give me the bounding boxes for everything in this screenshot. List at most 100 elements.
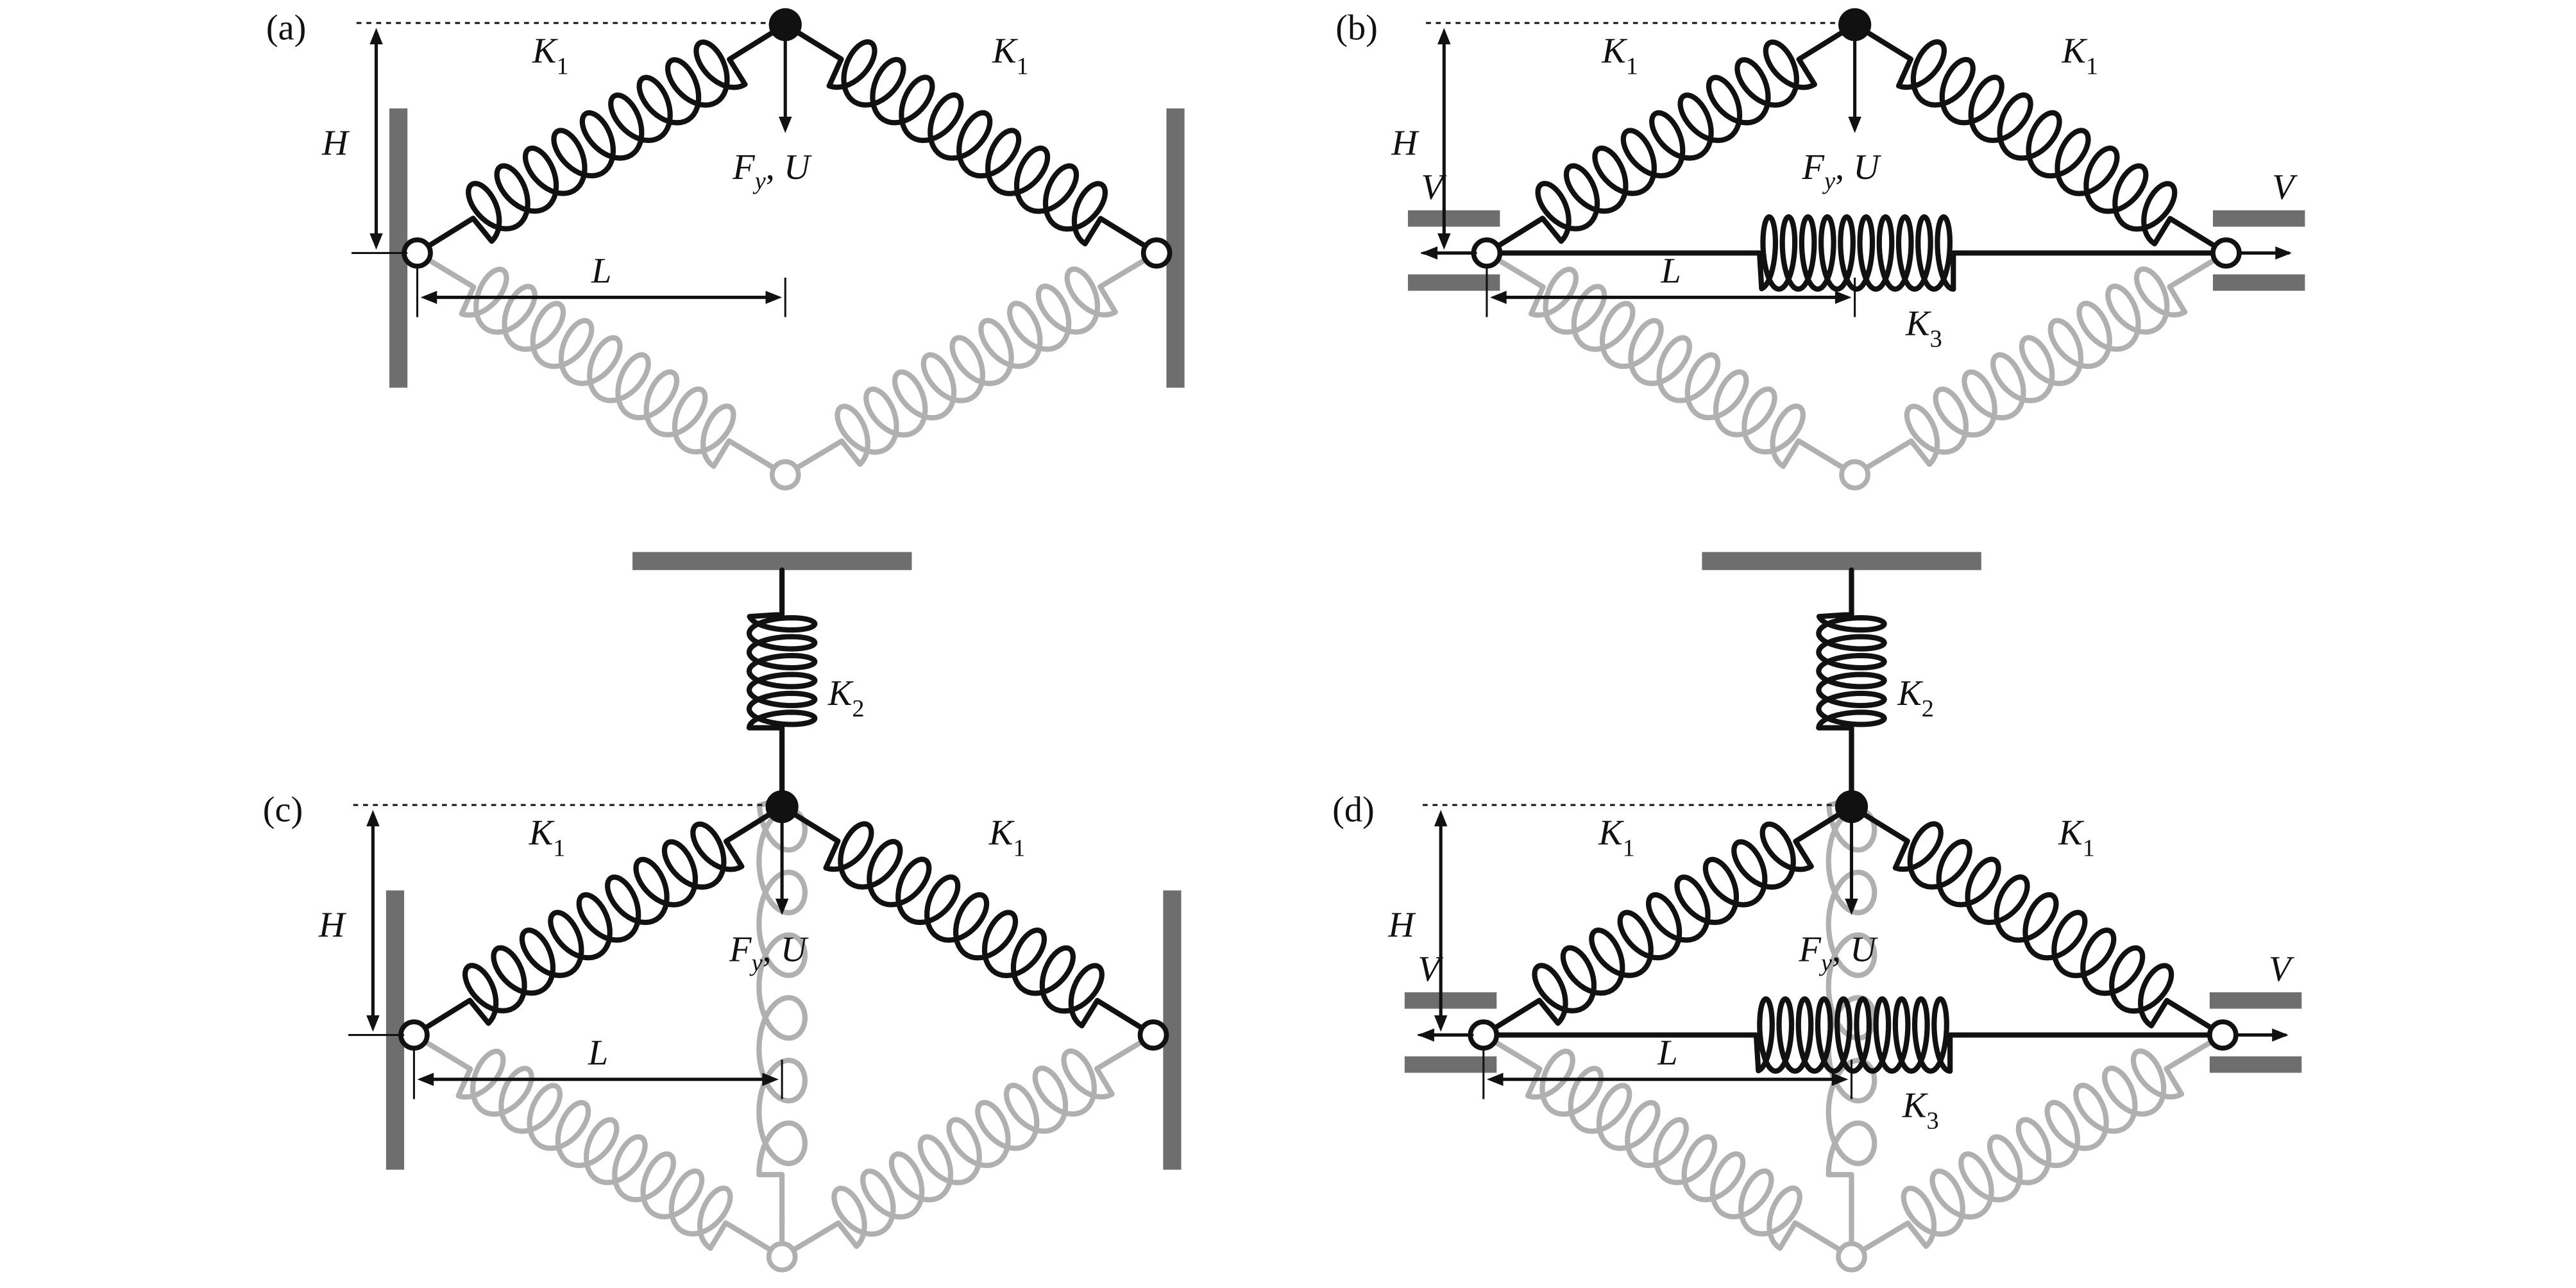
panel-d-length-arrow-left: [1486, 1072, 1504, 1086]
panel-a-k1-right-label: K1: [992, 31, 1029, 80]
panel-b-length-label: L: [1660, 251, 1681, 291]
panel-c-panel-tag: (c): [263, 790, 303, 830]
panel-a-height-arrow-top: [369, 28, 383, 45]
panel-b-left-ghost-spring: [1484, 250, 1858, 478]
panel-c-right-k1-spring: [779, 804, 1157, 1038]
panel-d-length-label: L: [1657, 1033, 1677, 1073]
panel-a-left-pin-node: [402, 237, 433, 269]
panel-d-left-ghost-spring: [1480, 1032, 1854, 1260]
panel-d-k2-spring: [1816, 598, 1887, 744]
panel-d-v-left-label: V: [1418, 949, 1443, 989]
panel-a-top-node: [768, 8, 802, 42]
panel-a-length-arrow-left: [420, 291, 437, 304]
panel-a-force-arrow-head: [779, 116, 792, 133]
panel-a-left-ghost-spring: [414, 250, 788, 478]
panel-b-k3-spring: [1747, 214, 1966, 292]
panel-b-top-node: [1838, 8, 1872, 42]
panel-a-height-label: H: [321, 123, 350, 163]
panel-d-k2-label: K2: [1897, 674, 1934, 722]
panel-d-left-pin-node: [1468, 1019, 1500, 1051]
panel-b-v-right-label: V: [2272, 167, 2298, 207]
panel-c-left-pin-node: [398, 1019, 430, 1051]
panel-c-length-label: L: [588, 1033, 608, 1073]
panel-a-ghost-node: [769, 459, 801, 491]
panel-b-height-arrow-top: [1437, 28, 1451, 45]
panel-c-height-label: H: [318, 905, 347, 945]
panel-a-force-label: Fy, U: [732, 148, 812, 194]
panel-b-left-pin-node: [1471, 237, 1503, 269]
panel-c-k2-spring: [746, 598, 818, 744]
panel-c-k1-left-label: K1: [529, 813, 566, 861]
panel-b-left-guide-bottom: [1407, 274, 1500, 291]
panel-d-right-ghost-spring: [1849, 1032, 2226, 1260]
panel-d-left-k1-spring: [1480, 804, 1854, 1038]
panel-b-k1-right-label: K1: [2061, 31, 2098, 80]
panel-b-right-pin-node: [2210, 237, 2242, 269]
panel-d-right-guide-bottom: [2209, 1056, 2302, 1073]
panel-c-length-arrow-left: [417, 1072, 434, 1086]
panel-a-length-label: L: [591, 251, 611, 291]
panel-b-right-ghost-spring: [1852, 250, 2229, 478]
panel-a-length-arrow-right: [765, 291, 783, 304]
panel-d-ghost-node: [1836, 1241, 1867, 1273]
panel-d-top-node: [1835, 790, 1868, 824]
panel-c-ceiling: [632, 552, 912, 570]
panel-a-right-ghost-spring: [783, 250, 1160, 478]
panel-d-k1-right-label: K1: [2058, 813, 2095, 861]
panel-b-force-label: Fy, U: [1802, 148, 1882, 194]
panel-b-right-guide-top: [2212, 210, 2305, 227]
panel-d-height-arrow-top: [1434, 809, 1448, 827]
panel-b-ghost-node: [1839, 459, 1870, 491]
panel-b-length-arrow-right: [1835, 291, 1852, 304]
panel-a-k1-left-label: K1: [532, 31, 569, 80]
panel-d-height-label: H: [1387, 905, 1416, 945]
panel-d-k2-ghost-spring: [1826, 746, 1877, 1227]
panel-b-height-label: H: [1391, 123, 1419, 163]
panel-c-left-ghost-spring: [411, 1032, 785, 1260]
panel-a-height-arrow-bottom: [369, 233, 383, 250]
panel-b-length-arrow-left: [1490, 291, 1507, 304]
panel-d-panel-tag: (d): [1332, 790, 1375, 830]
panel-d-right-k1-spring: [1849, 804, 2226, 1038]
panel-c-height-arrow-bottom: [366, 1015, 380, 1032]
panel-b-left-k1-spring: [1484, 22, 1858, 256]
panel-d-left-guide-top: [1404, 992, 1497, 1009]
panel-c-force-label: Fy, U: [729, 929, 809, 976]
panel-d-height-arrow-bottom: [1434, 1015, 1448, 1032]
panel-b-height-arrow-bottom: [1437, 233, 1451, 250]
panel-c-k2-label: K2: [827, 674, 865, 722]
panel-d-right-pin-node: [2207, 1019, 2239, 1051]
panel-a-right-k1-spring: [783, 22, 1160, 256]
panel-d-ceiling: [1702, 552, 1981, 570]
panel-b-k1-left-label: K1: [1601, 31, 1638, 80]
panel-d-right-guide-top: [2209, 992, 2302, 1009]
panel-b-k3-label: K3: [1905, 303, 1942, 352]
panel-d-k1-left-label: K1: [1598, 813, 1635, 861]
panel-d-length-arrow-right: [1831, 1072, 1849, 1086]
panel-b-right-guide-bottom: [2212, 274, 2305, 291]
panel-d-force-arrow-head: [1845, 898, 1858, 915]
panel-d-v-right-label: V: [2269, 949, 2294, 989]
panel-c-k1-right-label: K1: [988, 813, 1026, 861]
panel-b-panel-tag: (b): [1335, 8, 1378, 47]
panel-d-k3-label: K3: [1902, 1086, 1939, 1135]
panel-c-force-arrow-head: [775, 898, 789, 915]
panel-c-top-node: [765, 790, 799, 824]
panel-b-v-right-arrow-head: [2275, 246, 2292, 260]
panel-c-ghost-node: [766, 1241, 798, 1273]
panel-d-left-guide-bottom: [1404, 1056, 1497, 1073]
panel-c-right-pin-node: [1137, 1019, 1169, 1051]
panel-d-force-label: Fy, U: [1799, 929, 1879, 976]
panel-c-right-ghost-spring: [779, 1032, 1157, 1260]
panel-c-k2-ghost-spring: [756, 746, 808, 1227]
panel-c-left-k1-spring: [411, 804, 785, 1038]
panel-a-panel-tag: (a): [266, 8, 307, 47]
panel-b-right-k1-spring: [1852, 22, 2229, 256]
panel-b-force-arrow-head: [1848, 116, 1861, 133]
panel-d-k3-spring: [1743, 996, 1963, 1074]
panel-b-v-left-label: V: [1421, 167, 1446, 207]
panel-a-left-k1-spring: [414, 22, 788, 256]
panel-d-v-right-arrow-head: [2272, 1028, 2289, 1042]
